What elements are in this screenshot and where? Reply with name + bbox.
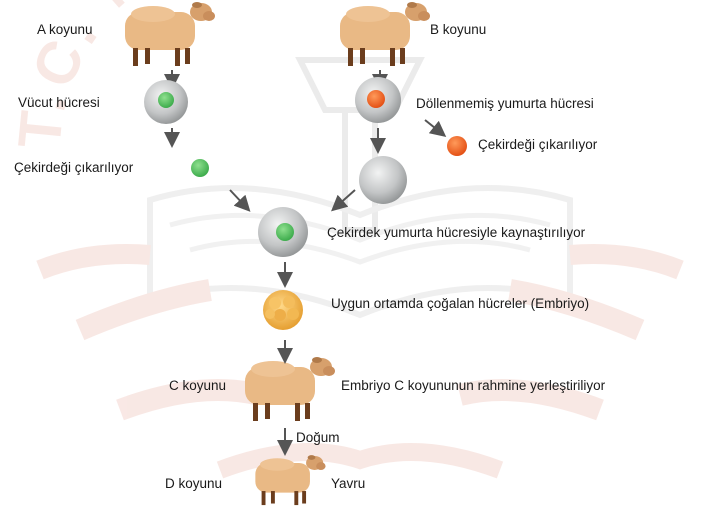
label-embryo: Uygun ortamda çoğalan hücreler (Embriyo) [331,296,589,312]
arrow-egg-to-orange-nucleus [425,120,440,132]
sheep-b-illustration [340,2,430,66]
extracted-orange-nucleus [447,136,467,156]
label-fusion: Çekirdek yumurta hücresiyle kaynaştırılı… [327,225,585,241]
enucleated-egg-cell [359,156,407,204]
label-egg-cell: Döllenmemiş yumurta hücresi [416,96,594,112]
fused-cell [258,207,308,257]
sheep-d-illustration [255,455,325,505]
label-sheep-a: A koyunu [37,22,93,38]
label-sheep-b: B koyunu [430,22,486,38]
label-nucleus-removed-left: Çekirdeği çıkarılıyor [14,160,133,176]
body-cell [144,80,188,124]
embryo-cluster [263,290,303,330]
extracted-green-nucleus [191,159,209,177]
label-implant: Embriyo C koyununun rahmine yerleştirili… [341,378,605,394]
arrow-nucleus-to-fusion [230,190,245,206]
label-sheep-c: C koyunu [169,378,226,394]
egg-cell [355,77,401,123]
label-body-cell: Vücut hücresi [18,95,100,111]
sheep-c-illustration [245,357,335,421]
label-birth: Doğum [296,430,340,446]
sheep-a-illustration [125,2,215,66]
label-sheep-d: D koyunu [165,476,222,492]
label-offspring: Yavru [331,476,365,492]
label-nucleus-removed-right: Çekirdeği çıkarılıyor [478,137,597,153]
arrow-egg-to-fusion [337,190,355,206]
